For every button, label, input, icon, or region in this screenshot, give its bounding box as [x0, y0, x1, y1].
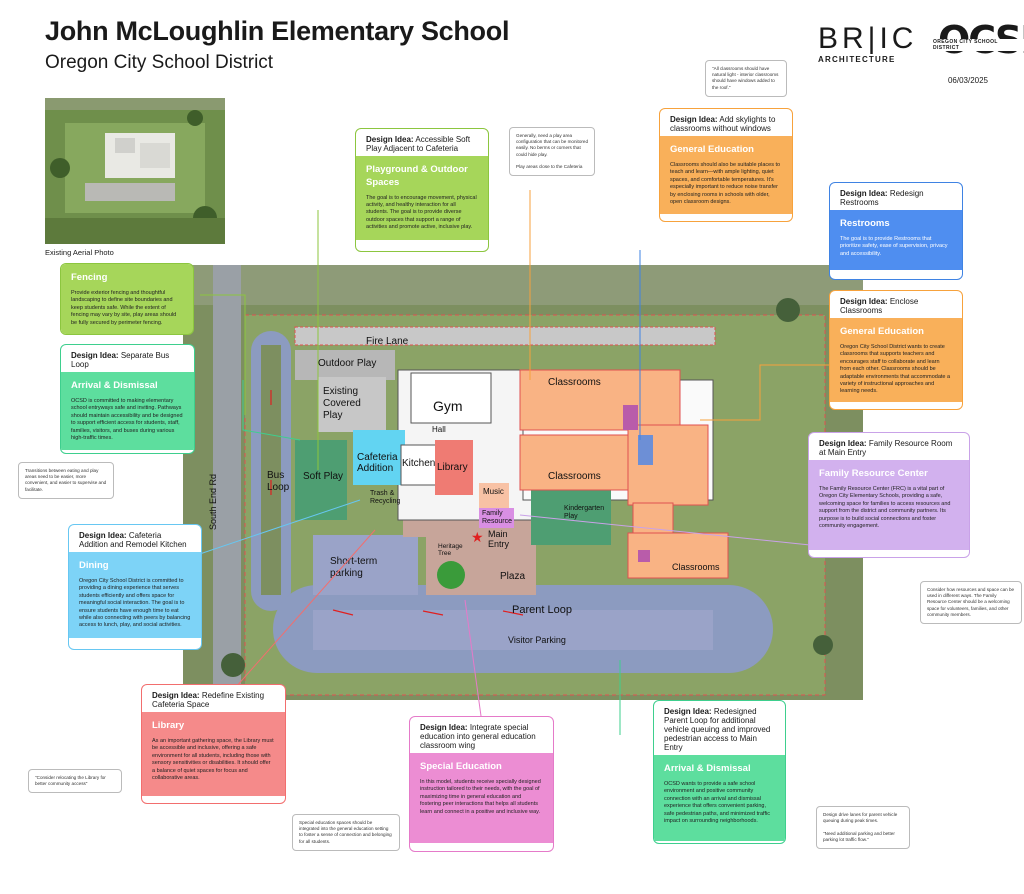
dining-title: Dining — [79, 560, 109, 571]
sped-idea-text: Integrate special education into general… — [420, 723, 536, 750]
restrooms-idea-label: Design Idea: — [840, 189, 888, 198]
parent-loop-card: Design Idea: Redesigned Parent Loop for … — [653, 700, 786, 844]
skylights-title: General Education — [670, 144, 754, 155]
sped-note: Special education spaces should be integ… — [292, 814, 400, 851]
library-quote-note: "Consider relocating the Library for bet… — [28, 769, 122, 794]
fire-lane-label: Fire Lane — [366, 336, 409, 347]
dining-idea-label: Design Idea: — [79, 531, 127, 540]
parent-idea-label: Design Idea: — [664, 707, 712, 716]
ocsd-logo-subtitle: OREGON CITY SCHOOL DISTRICT — [932, 39, 1024, 51]
bus-loop-card: Design Idea: Separate Bus Loop Arrival &… — [60, 344, 195, 454]
library-idea-label: Design Idea: — [152, 691, 200, 700]
heritage-tree-label: Heritage Tree — [438, 543, 463, 558]
play-area-note: Generally, need a play area configuratio… — [509, 127, 595, 177]
bus-idea-label: Design Idea: — [71, 351, 119, 360]
enclose-idea-text: Enclose Classrooms — [840, 297, 919, 315]
bus-loop-label: Bus Loop — [267, 470, 290, 493]
family-resource-label: Family Resource — [482, 510, 512, 525]
playground-idea-text: Accessible Soft Play Adjacent to Cafeter… — [366, 135, 471, 153]
classrooms-label-2: Classrooms — [548, 471, 601, 482]
transitions-note: Transitions between eating and play area… — [18, 462, 114, 499]
play-close-text: Play areas close to the Cafeteria — [516, 163, 583, 169]
dining-idea-text: Cafeteria Addition and Remodel Kitchen — [79, 531, 187, 549]
library-label: Library — [437, 462, 468, 473]
bus-idea-text: Separate Bus Loop — [71, 351, 170, 369]
kindergarten-play-label: Kindergarten Play — [564, 505, 605, 520]
bric-logo: BR|IC — [818, 22, 918, 55]
enclose-idea-label: Design Idea: — [840, 297, 888, 306]
fencing-title: Fencing — [71, 272, 108, 283]
covered-play-label: Existing Covered Play — [323, 386, 361, 421]
classrooms-label-1: Classrooms — [548, 377, 601, 388]
gym-label: Gym — [433, 398, 463, 414]
library-title: Library — [152, 720, 185, 731]
resources-note: Consider how resources and space can be … — [920, 581, 1022, 624]
outdoor-play-label: Outdoor Play — [318, 358, 377, 369]
trash-label: Trash & Recycling — [370, 490, 401, 505]
enclose-card: Design Idea: Enclose Classrooms General … — [829, 290, 963, 410]
aerial-photo — [45, 98, 225, 244]
play-area-text: Generally, need a play area configuratio… — [516, 133, 589, 157]
bric-logo-subtitle: ARCHITECTURE — [818, 55, 896, 64]
music-label: Music — [483, 487, 504, 496]
visitor-parking-label: Visitor Parking — [508, 635, 566, 645]
hall-label: Hall — [432, 425, 446, 434]
restrooms-body: The goal is to provide Restrooms that pr… — [840, 235, 948, 257]
restrooms-title: Restrooms — [840, 218, 890, 229]
sped-title: Special Education — [420, 761, 502, 772]
bus-title: Arrival & Dismissal — [71, 380, 158, 391]
classrooms-label-3: Classrooms — [672, 562, 720, 572]
frc-title: Family Resource Center — [819, 468, 928, 479]
parent-loop-label: Parent Loop — [512, 604, 572, 616]
parking-text: "Need additional parking and better park… — [823, 830, 895, 842]
library-card: Design Idea: Redefine Existing Cafeteria… — [141, 684, 286, 804]
library-idea-text: Redefine Existing Cafeteria Space — [152, 691, 265, 709]
date: 06/03/2025 — [947, 76, 988, 85]
fencing-card: Fencing Provide exterior fencing and tho… — [60, 263, 194, 335]
dining-card: Design Idea: Cafeteria Addition and Remo… — [68, 524, 202, 650]
drive-lanes-note: Design drive lanes for parent vehicle qu… — [816, 806, 910, 849]
frc-body: The Family Resource Center (FRC) is a vi… — [819, 485, 951, 529]
playground-body: The goal is to encourage movement, physi… — [366, 194, 477, 231]
main-entry-star-icon: ★ — [471, 529, 484, 545]
bus-body: OCSD is committed to making elementary s… — [71, 397, 183, 441]
skylights-idea-text: Add skylights to classrooms without wind… — [670, 115, 776, 133]
playground-card: Design Idea: Accessible Soft Play Adjace… — [355, 128, 489, 252]
library-body: As an important gathering space, the Lib… — [152, 737, 274, 781]
skylights-card: Design Idea: Add skylights to classrooms… — [659, 108, 793, 222]
page-title: John McLoughlin Elementary School — [45, 16, 510, 46]
restrooms-card: Design Idea: Redesign Restrooms Restroom… — [829, 182, 963, 280]
plaza-label: Plaza — [500, 571, 526, 582]
restrooms-idea-text: Redesign Restrooms — [840, 189, 924, 207]
skylights-body: Classrooms should also be suitable place… — [670, 161, 781, 205]
site-plan: ★ — [183, 265, 863, 700]
drive-lanes-text: Design drive lanes for parent vehicle qu… — [823, 812, 898, 824]
parent-idea-text: Redesigned Parent Loop for additional ve… — [664, 707, 771, 752]
aerial-caption: Existing Aerial Photo — [45, 248, 114, 257]
main-entry-label: Main Entry — [488, 529, 510, 549]
frc-card: Design Idea: Family Resource Room at Mai… — [808, 432, 970, 558]
dining-body: Oregon City School District is committed… — [79, 577, 191, 629]
parent-body: OCSD wants to provide a safe school envi… — [664, 780, 770, 824]
soft-play-label: Soft Play — [303, 471, 344, 482]
playground-title: Playground & Outdoor Spaces — [366, 164, 468, 188]
enclose-title: General Education — [840, 326, 924, 337]
cafeteria-label: Cafeteria Addition — [357, 452, 398, 474]
kitchen-label: Kitchen — [402, 458, 436, 469]
frc-idea-text: Family Resource Room at Main Entry — [819, 439, 953, 457]
skylight-quote-note: "All classrooms should have natural ligh… — [705, 60, 787, 97]
parent-title: Arrival & Dismissal — [664, 763, 751, 774]
page-subtitle: Oregon City School District — [45, 52, 274, 73]
sped-body: In this model, students receive speciall… — [420, 778, 541, 815]
sped-idea-label: Design Idea: — [420, 723, 468, 732]
frc-idea-label: Design Idea: — [819, 439, 867, 448]
short-term-parking-label: Short-term parking — [330, 556, 378, 579]
sped-card: Design Idea: Integrate special education… — [409, 716, 554, 852]
playground-idea-label: Design Idea: — [366, 135, 414, 144]
fencing-body: Provide exterior fencing and thoughtful … — [71, 289, 177, 326]
enclose-body: Oregon City School District wants to cre… — [840, 343, 951, 395]
skylights-idea-label: Design Idea: — [670, 115, 718, 124]
